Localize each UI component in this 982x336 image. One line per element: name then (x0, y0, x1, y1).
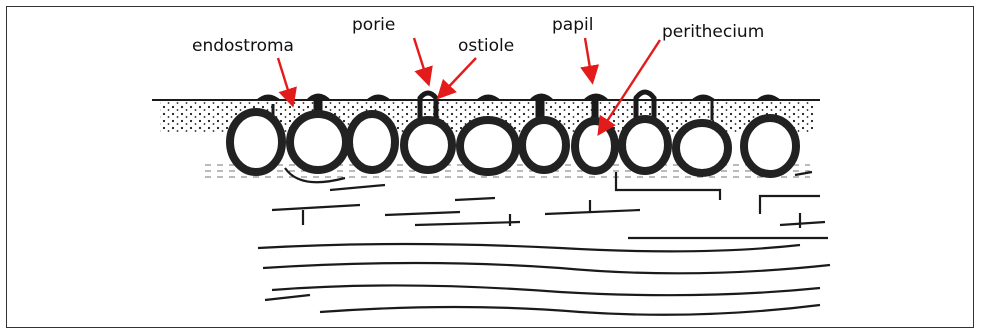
ostiole-arrow (440, 58, 476, 96)
papil-arrow (585, 38, 592, 80)
basal-lines (258, 168, 830, 315)
perithecium-6 (522, 120, 566, 170)
perithecium-5 (460, 120, 516, 172)
endostroma-arrow (278, 58, 292, 103)
perithecium-1 (230, 112, 282, 172)
label-papil: papil (552, 17, 593, 34)
label-porie: porie (352, 17, 395, 34)
porie-arrow (414, 38, 428, 82)
perithecium-10 (744, 118, 796, 174)
perithecium-2 (290, 114, 346, 170)
label-perithecium: perithecium (662, 24, 764, 41)
perithecium-9 (676, 123, 728, 173)
perithecium-4 (404, 120, 452, 170)
label-endostroma: endostroma (192, 38, 294, 55)
perithecium-7 (575, 121, 615, 171)
perithecium-8 (622, 119, 668, 171)
label-ostiole: ostiole (458, 38, 514, 55)
perithecium-3 (349, 114, 395, 170)
